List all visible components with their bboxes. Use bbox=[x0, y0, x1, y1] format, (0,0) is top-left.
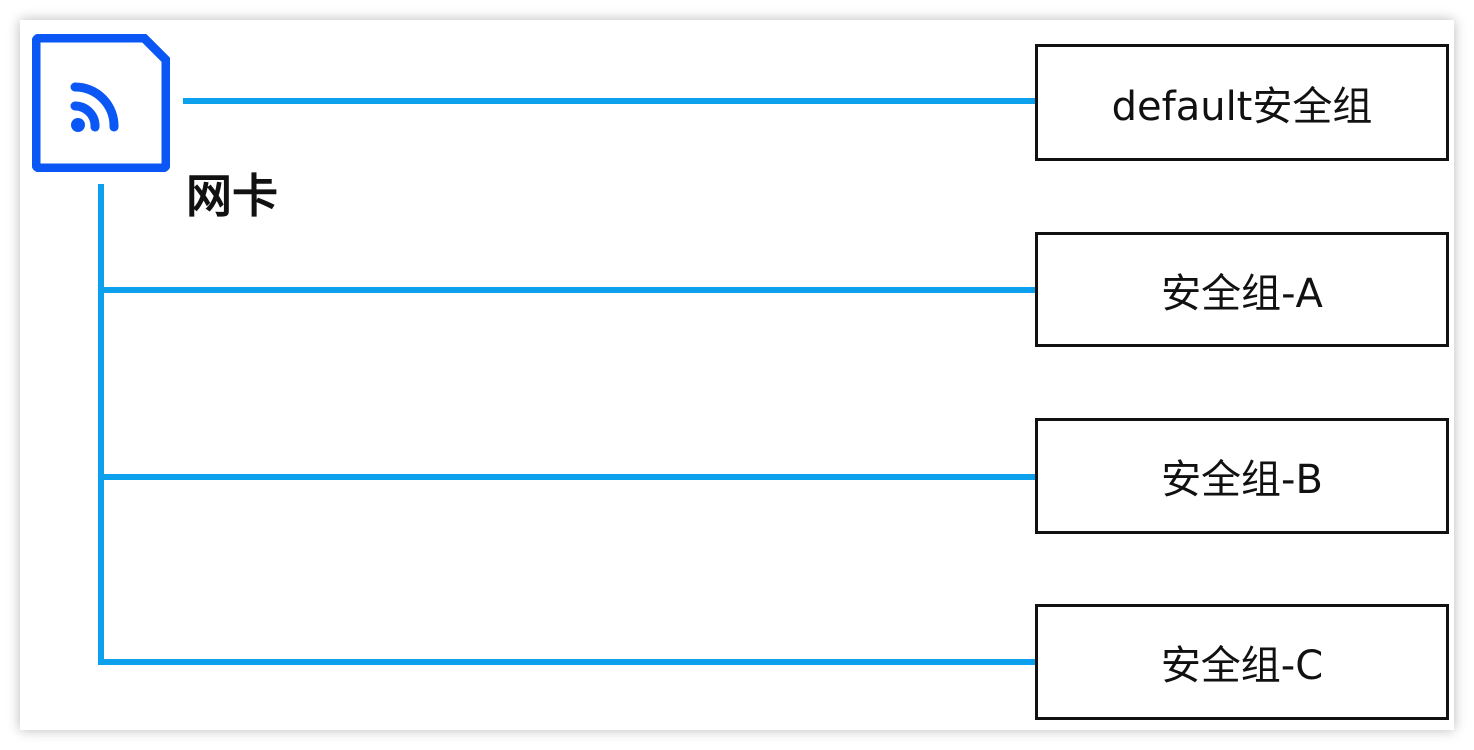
security-group-b-label: 安全组-B bbox=[1161, 457, 1323, 503]
security-group-a-box[interactable]: 安全组-A bbox=[1035, 232, 1449, 347]
security-group-c-box[interactable]: 安全组-C bbox=[1035, 604, 1449, 720]
security-group-c-label: 安全组-C bbox=[1160, 643, 1324, 689]
nic-label: 网卡 bbox=[186, 169, 278, 223]
rss-card-icon bbox=[31, 33, 171, 173]
security-group-default-box[interactable]: default安全组 bbox=[1035, 44, 1449, 161]
security-group-default-label: default安全组 bbox=[1111, 83, 1373, 130]
security-group-a-label: 安全组-A bbox=[1161, 270, 1323, 317]
security-group-b-box[interactable]: 安全组-B bbox=[1035, 418, 1449, 534]
